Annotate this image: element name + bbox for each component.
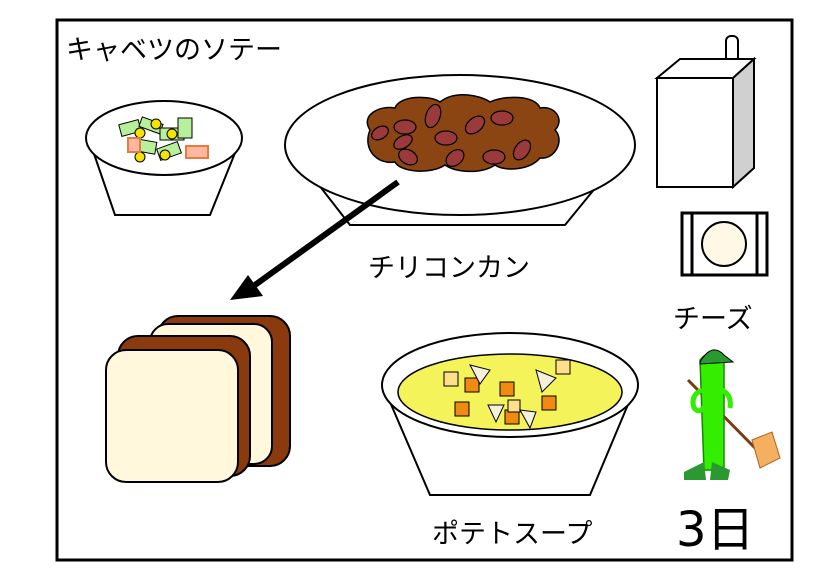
potato-soup-bowl-icon <box>381 332 639 496</box>
milk-carton-icon <box>654 35 757 190</box>
menu-item-cabbage-saute-label: キャベツのソテー <box>66 35 282 66</box>
mascot-icon <box>684 349 781 480</box>
cheese-icon <box>680 211 769 277</box>
menu-item-cheese-label: チーズ <box>673 304 753 335</box>
menu-item-potato-soup-label: ポテトスープ <box>432 519 592 550</box>
cabbage-saute-bowl-icon <box>85 100 243 216</box>
bread-icon <box>105 315 291 483</box>
date-label: 3日 <box>676 502 755 558</box>
arrow-icon <box>230 179 400 300</box>
menu-item-chili-con-carne-label: チリコンカン <box>368 253 530 284</box>
chili-con-carne-plate-icon <box>284 74 636 226</box>
